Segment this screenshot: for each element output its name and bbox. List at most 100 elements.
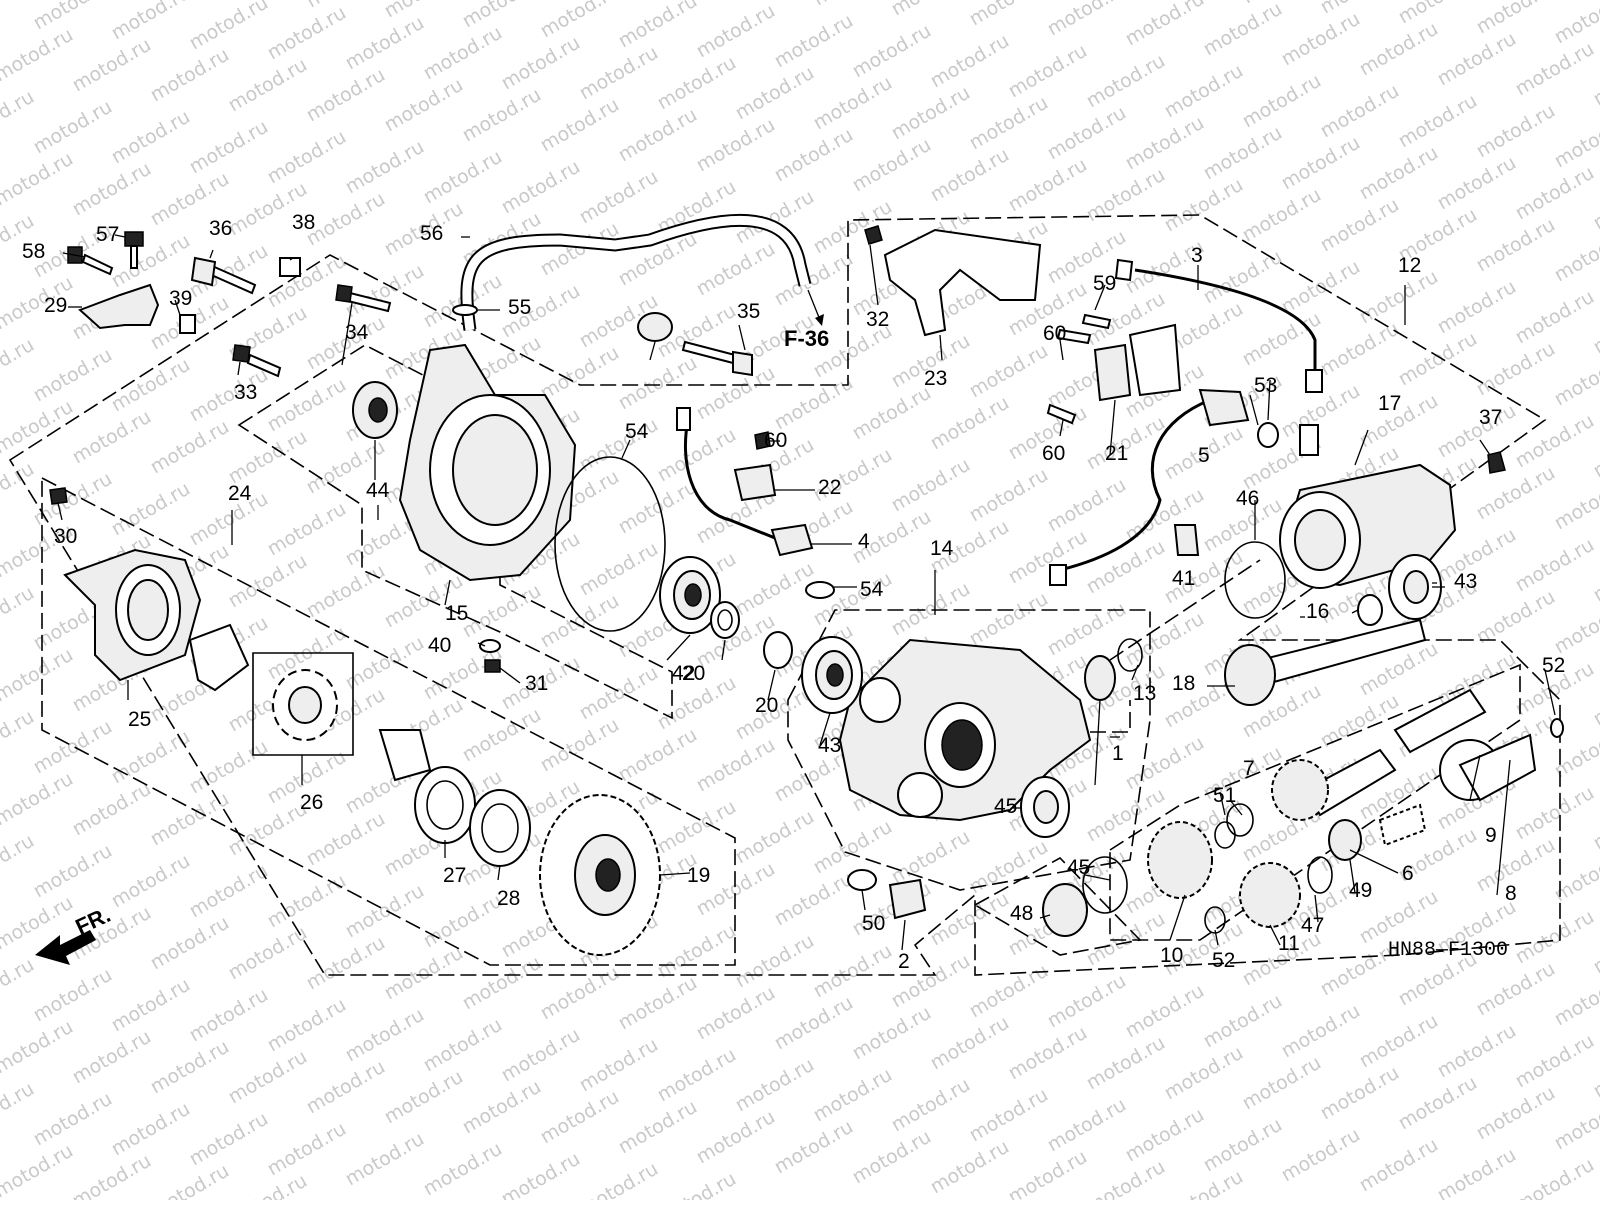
- callout-20: 20: [755, 694, 778, 717]
- watermark-text: motod.ru: [303, 1056, 389, 1119]
- watermark-text: motod.ru: [303, 808, 389, 871]
- watermark-text: motod.ru: [1161, 174, 1247, 237]
- watermark-text: motod.ru: [1434, 152, 1520, 215]
- watermark-text: motod.ru: [186, 860, 272, 923]
- watermark-text: motod.ru: [30, 96, 116, 159]
- watermark-text: motod.ru: [1434, 1020, 1520, 1083]
- watermark-text: motod.ru: [1317, 318, 1403, 381]
- watermark-text: motod.ru: [1512, 534, 1598, 597]
- watermark-text: motod.ru: [1473, 100, 1559, 163]
- watermark-text: motod.ru: [888, 454, 974, 517]
- watermark-text: motod.ru: [1317, 194, 1403, 257]
- watermark-text: motod.ru: [654, 796, 740, 859]
- watermark-text: motod.ru: [498, 1024, 584, 1087]
- watermark-text: motod.ru: [1161, 1166, 1247, 1200]
- callout-36: 36: [209, 217, 232, 240]
- watermark-text: motod.ru: [1122, 1104, 1208, 1167]
- watermark-text: motod.ru: [30, 964, 116, 1027]
- watermark-text: motod.ru: [693, 982, 779, 1045]
- watermark-text: motod.ru: [966, 0, 1052, 30]
- watermark-text: motod.ru: [927, 1136, 1013, 1199]
- watermark-text: motod.ru: [615, 1096, 701, 1159]
- watermark-text: motod.ru: [1200, 1114, 1286, 1177]
- watermark-text: motod.ru: [771, 10, 857, 73]
- reference-f36-label: F-36: [784, 326, 829, 351]
- callout-23: 23: [924, 367, 947, 390]
- callout-44: 44: [366, 479, 390, 502]
- callout-26: 26: [300, 791, 323, 814]
- watermark-text: motod.ru: [1005, 526, 1091, 589]
- watermark-text: motod.ru: [0, 396, 77, 459]
- callout-30: 30: [54, 525, 77, 548]
- watermark-text: motod.ru: [420, 146, 506, 209]
- watermark-text: motod.ru: [1317, 0, 1403, 18]
- callout-54: 54: [860, 578, 884, 601]
- watermark-text: motod.ru: [0, 148, 77, 211]
- watermark-text: motod.ru: [420, 890, 506, 953]
- watermark-text: motod.ru: [459, 0, 545, 32]
- callout-47: 47: [1301, 914, 1324, 937]
- watermark-text: motod.ru: [888, 1074, 974, 1137]
- watermark-text: motod.ru: [303, 932, 389, 995]
- watermark-text: motod.ru: [0, 24, 77, 87]
- callout-60: 60: [1043, 322, 1066, 345]
- watermark-text: motod.ru: [888, 826, 974, 889]
- diagram-code: HN88—F1300: [1388, 939, 1508, 962]
- watermark-text: motod.ru: [888, 0, 974, 20]
- watermark-text: motod.ru: [459, 580, 545, 643]
- callout-17: 17: [1378, 392, 1401, 415]
- callout-22: 22: [818, 476, 841, 499]
- watermark-text: motod.ru: [1473, 1082, 1559, 1145]
- watermark-text: motod.ru: [1239, 70, 1325, 133]
- watermark-text: motod.ru: [888, 82, 974, 145]
- callout-60: 60: [1042, 442, 1065, 465]
- callout-58: 58: [22, 240, 45, 263]
- watermark-text: motod.ru: [0, 644, 77, 707]
- watermark-text: motod.ru: [1512, 410, 1598, 473]
- callout-50: 50: [862, 912, 885, 935]
- callout-5: 5: [1198, 444, 1210, 467]
- watermark-text: motod.ru: [186, 0, 272, 54]
- callout-3: 3: [1191, 244, 1203, 267]
- watermark-text: motod.ru: [420, 1014, 506, 1077]
- watermark-text: motod.ru: [615, 724, 701, 787]
- callout-57: 57: [96, 223, 119, 246]
- callout-31: 31: [525, 672, 548, 695]
- watermark-text: motod.ru: [420, 22, 506, 85]
- watermark-text: motod.ru: [537, 962, 623, 1025]
- callout-60: 60: [764, 429, 787, 452]
- watermark-text: motod.ru: [1434, 400, 1520, 463]
- watermark-text: motod.ru: [693, 1106, 779, 1169]
- watermark-text: motod.ru: [1044, 474, 1130, 537]
- watermark-text: motod.ru: [264, 126, 350, 189]
- watermark-text: motod.ru: [576, 1034, 662, 1097]
- watermark-text: motod.ru: [69, 406, 155, 469]
- callout-52: 52: [1542, 654, 1565, 677]
- watermark-text: motod.ru: [810, 72, 896, 135]
- watermark-text: motod.ru: [1317, 1062, 1403, 1125]
- watermark-text: motod.ru: [849, 1002, 935, 1065]
- watermark-text: motod.ru: [1434, 276, 1520, 339]
- watermark-text: motod.ru: [342, 12, 428, 75]
- watermark-text: motod.ru: [927, 30, 1013, 93]
- callout-15: 15: [445, 602, 468, 625]
- watermark-text: motod.ru: [1356, 1134, 1442, 1197]
- watermark-text: motod.ru: [1044, 970, 1130, 1033]
- watermark-text: motod.ru: [732, 1054, 818, 1117]
- watermark-text: motod.ru: [186, 1108, 272, 1171]
- watermark-text: motod.ru: [576, 166, 662, 229]
- callout-51: 51: [1213, 784, 1236, 807]
- watermark-text: motod.ru: [966, 836, 1052, 899]
- watermark-text: motod.ru: [69, 1026, 155, 1089]
- callout-39: 39: [169, 287, 192, 310]
- watermark-text: motod.ru: [30, 468, 116, 531]
- watermark-text: motod.ru: [1512, 1154, 1598, 1200]
- watermark-text: motod.ru: [264, 2, 350, 65]
- watermark-text: motod.ru: [147, 912, 233, 975]
- watermark-text: motod.ru: [966, 1084, 1052, 1147]
- callout-42: 42: [672, 662, 695, 685]
- callout-43: 43: [818, 734, 841, 757]
- watermark-text: motod.ru: [1005, 1022, 1091, 1085]
- watermark-text: motod.ru: [576, 1158, 662, 1200]
